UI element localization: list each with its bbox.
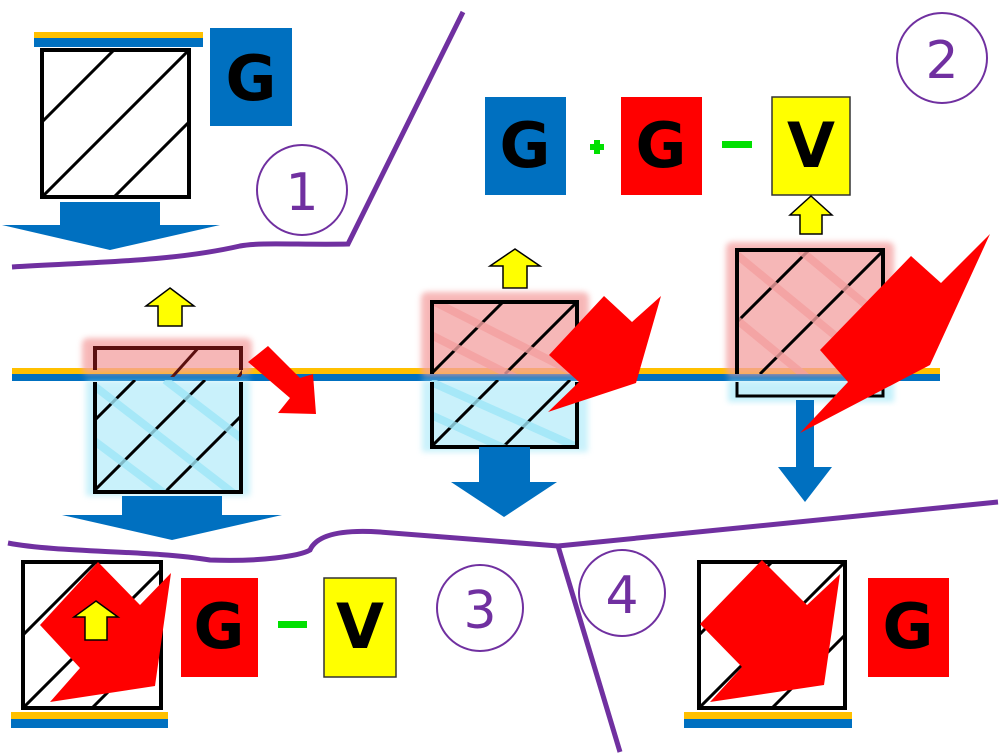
plus-sign [590,140,604,154]
surface-orange [34,32,203,38]
buoyancy-up-arrow [143,287,197,327]
divider-4 [555,545,623,753]
buoyancy-up-arrow [487,248,543,289]
divider-3 [7,499,999,563]
buoyancy-label: V [787,109,835,182]
buoyancy-up-arrow [788,194,834,235]
region-4: 4 G [578,549,949,728]
scene-1 [62,287,316,540]
buoyancy-badge [771,96,851,196]
gravity-arrow [778,400,832,502]
gravity-arrow [62,496,282,540]
wave-force-arrow [548,296,661,412]
buoyancy-up-arrow [71,600,121,641]
region-number-circle [436,564,524,652]
gravity-badge-red [181,578,258,677]
buoyancy-label: V [336,590,384,663]
gravity-arrow [2,202,220,250]
buoyancy-badge [323,577,397,678]
gravity-badge [485,97,566,195]
surface-blue [34,38,203,47]
region-number-circle [896,12,988,104]
gravity-label: G [636,109,687,182]
surface-blue [11,719,168,728]
wave-force-arrow [700,560,840,702]
surface-blue [684,719,852,728]
gravity-label: G [883,590,934,663]
surface-orange [684,712,852,719]
minus-sign [278,621,307,628]
gravity-label: G [500,109,551,182]
region-number-circle [578,549,666,637]
gravity-badge-red [621,97,702,195]
gravity-label: G [226,42,277,115]
gravity-badge [210,28,292,126]
region-1: G 1 [2,28,348,250]
scene-2 [421,248,661,517]
region-number-circle [256,144,348,236]
gravity-label: G [194,590,245,663]
region-number: 3 [463,581,496,641]
surface-orange [11,712,168,719]
region-number: 4 [605,566,638,626]
above-water-glow [82,338,252,374]
minus-sign [722,141,752,148]
scene-3 [726,234,990,502]
wave-force-arrow [248,346,316,414]
divider-1 [11,10,466,270]
region-2-formula: G G V 2 [485,12,988,235]
region-number: 1 [285,163,318,223]
region-3: G V 3 [11,560,524,728]
gravity-badge-red [868,578,949,677]
region-dividers [7,10,999,753]
region-number: 2 [925,31,958,91]
wave-force-arrow [800,234,990,433]
hatched-block [40,48,191,199]
gravity-arrow [451,447,557,517]
